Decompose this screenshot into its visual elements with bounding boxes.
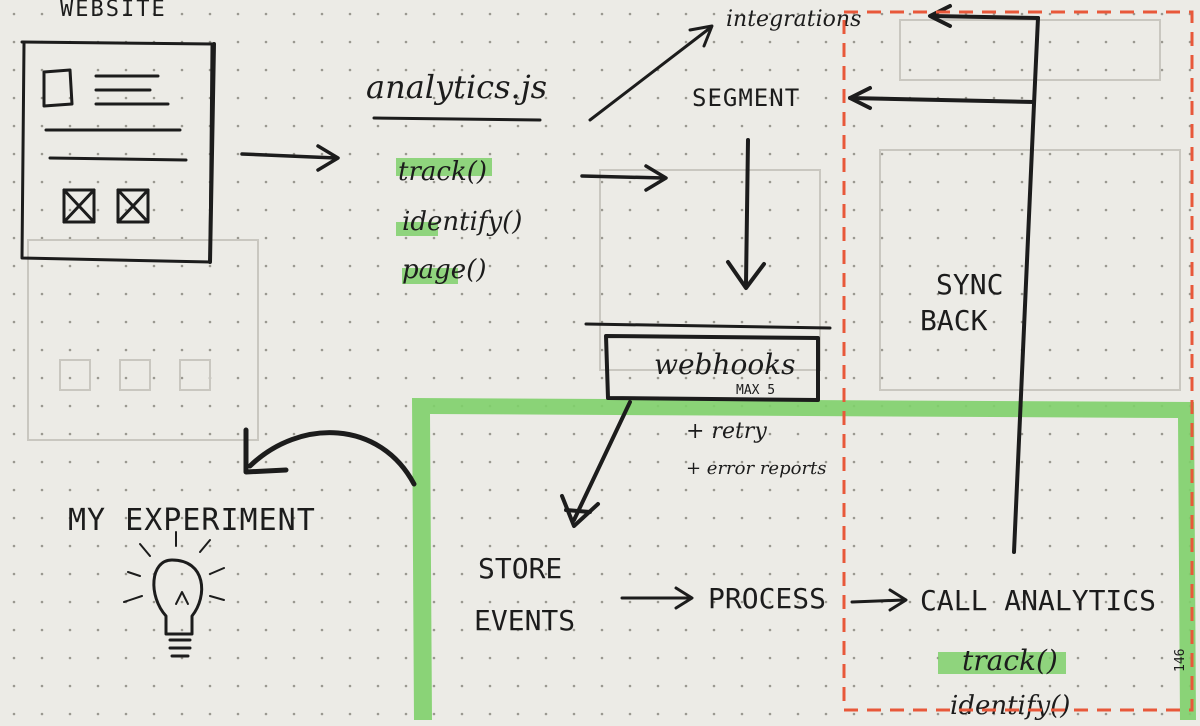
webhooks-note: MAX 5 bbox=[736, 383, 775, 398]
flow-process: PROCESS bbox=[708, 582, 826, 615]
website-label: WEBSITE bbox=[60, 0, 167, 22]
lightbulb-icon bbox=[123, 531, 225, 658]
website-wireframe bbox=[20, 40, 216, 264]
integrations-label: integrations bbox=[726, 7, 861, 32]
flow-store: STORE bbox=[478, 552, 562, 585]
call-method-track: track() bbox=[962, 644, 1058, 677]
sync-dashed-box bbox=[842, 10, 1194, 712]
webhooks-feature-errors: + error reports bbox=[686, 458, 827, 479]
arrow-website-to-library bbox=[240, 144, 340, 172]
segment-label: SEGMENT bbox=[692, 84, 800, 112]
arrow-library-to-segment bbox=[580, 164, 668, 192]
webhooks-box bbox=[584, 322, 832, 402]
arrow-library-to-integrations bbox=[588, 24, 714, 122]
arrow-process-to-call bbox=[850, 588, 908, 612]
arrow-to-experiment bbox=[243, 427, 417, 487]
webhooks-feature-retry: + retry bbox=[686, 419, 767, 444]
arrow-sync-back bbox=[848, 4, 1040, 554]
highlight-identify bbox=[396, 222, 438, 236]
highlight-call-track bbox=[938, 652, 1066, 674]
sync-label-2: BACK bbox=[920, 304, 988, 337]
flow-events: EVENTS bbox=[474, 604, 575, 637]
flow-call: CALL ANALYTICS bbox=[920, 584, 1156, 617]
experiment-label: MY EXPERIMENT bbox=[68, 503, 316, 538]
arrow-segment-to-webhooks bbox=[726, 138, 766, 290]
arrow-webhooks-to-store bbox=[560, 400, 632, 528]
webhooks-title: webhooks bbox=[654, 348, 796, 381]
sync-label-1: SYNC bbox=[936, 268, 1003, 301]
highlight-page bbox=[402, 268, 458, 284]
arrow-store-to-process bbox=[620, 586, 694, 610]
method-track: track() bbox=[398, 157, 487, 187]
highlight-track bbox=[396, 158, 492, 176]
page-number: 146 bbox=[1173, 649, 1188, 672]
library-title: analytics.js bbox=[366, 68, 547, 106]
library-underline bbox=[372, 116, 542, 122]
call-method-identify: identify() bbox=[950, 691, 1070, 721]
method-identify: identify() bbox=[402, 207, 522, 237]
ghost-sketch bbox=[27, 19, 1181, 441]
method-page: page() bbox=[402, 255, 486, 285]
